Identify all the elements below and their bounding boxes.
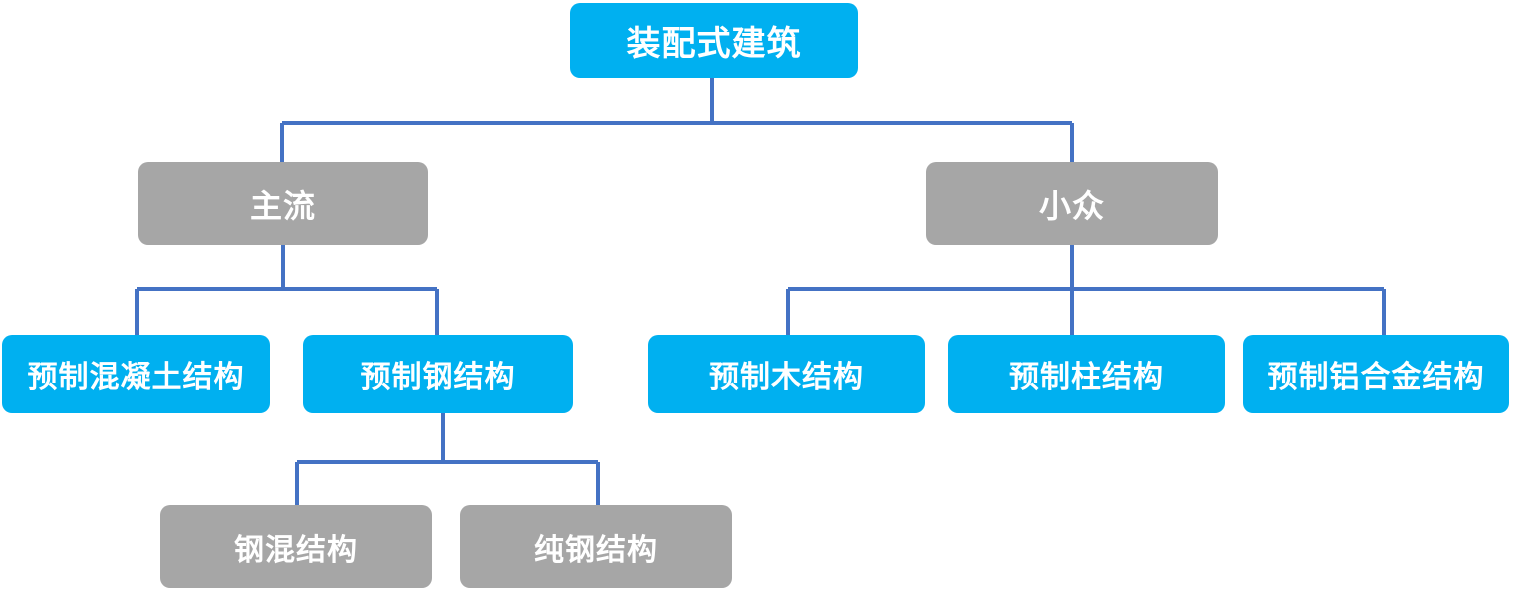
node-precast-aluminum-structure: 预制铝合金结构 (1243, 335, 1509, 413)
connector-niche-to-children (786, 245, 1386, 335)
node-prefabricated-building: 装配式建筑 (570, 3, 858, 78)
node-steel-concrete-composite-structure: 钢混结构 (160, 505, 432, 588)
node-precast-column-structure: 预制柱结构 (948, 335, 1225, 413)
connector-precast-steel-to-children (295, 413, 600, 505)
node-precast-steel-structure: 预制钢结构 (303, 335, 573, 413)
connector-mainstream-to-children (135, 245, 439, 335)
node-precast-concrete-structure: 预制混凝土结构 (2, 335, 270, 413)
connector-root-to-level1 (280, 78, 1074, 162)
node-precast-timber-structure: 预制木结构 (648, 335, 925, 413)
node-niche: 小众 (926, 162, 1218, 245)
node-pure-steel-structure: 纯钢结构 (460, 505, 732, 588)
node-mainstream: 主流 (138, 162, 428, 245)
